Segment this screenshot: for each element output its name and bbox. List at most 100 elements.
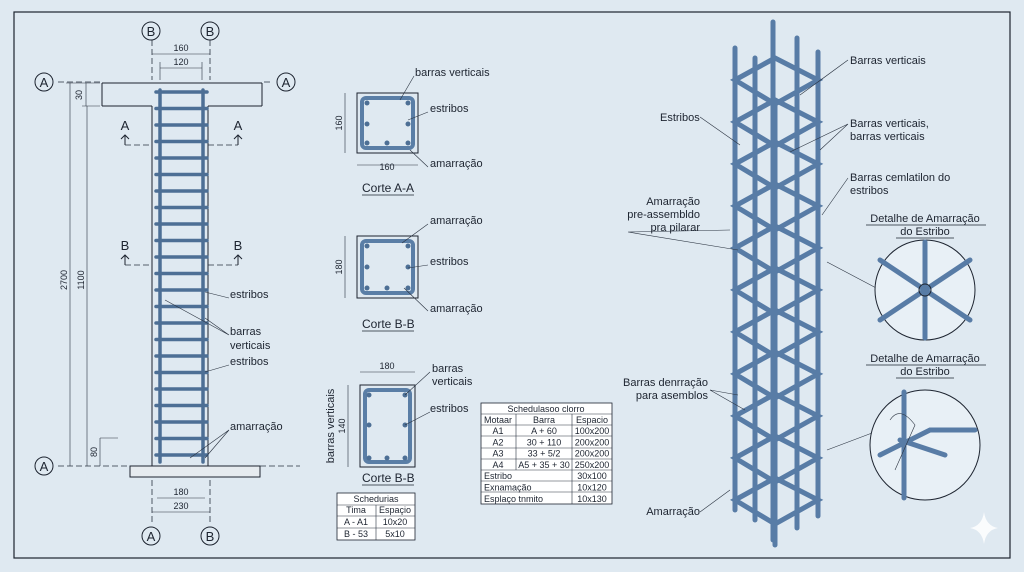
label-estribos-2: estribos: [230, 356, 269, 368]
grid-lines: [151, 40, 211, 524]
table-cell: Estribo: [484, 471, 512, 481]
label-estribos: estribos: [430, 256, 469, 268]
label-barras-verticais-2: Barras verticais,: [850, 118, 929, 130]
label-denrracao-b: para asemblos: [636, 390, 709, 402]
dim-80: 80: [89, 447, 99, 457]
stirrup-3d: [729, 55, 824, 107]
elevation-rebars: [154, 88, 209, 464]
balloon-label: B: [147, 24, 156, 39]
balloon-label: B: [206, 529, 215, 544]
table-header: Barra: [533, 415, 555, 425]
cut-mark-b-right: B: [234, 238, 243, 253]
dim-top: 180: [379, 361, 394, 371]
label-amarracao: amarração: [430, 158, 483, 170]
column-elevation: B B A A A A B 160 120 30 2700 1100 80 18…: [34, 21, 300, 546]
balloon-a-bottom: A: [141, 526, 161, 546]
sparkle-icon: [970, 512, 998, 544]
cut-mark-b-left: B: [121, 238, 130, 253]
balloon-a-right: A: [276, 72, 296, 92]
dim-2700: 2700: [59, 270, 69, 290]
detail-1-circle: [874, 239, 976, 341]
detail-2-title: Detalhe de Amarração: [870, 353, 979, 365]
dim-180: 180: [173, 487, 188, 497]
dim-side: 160: [334, 115, 344, 130]
table-cell: A2: [492, 437, 503, 447]
label-estribos: estribos: [430, 403, 469, 415]
table-header: Tima: [346, 505, 366, 515]
section-b-b-2: 180 140 barras verticais barras verticai…: [325, 361, 473, 486]
table-cell: B - 53: [344, 529, 368, 539]
table-cell: Esplaço tnmito: [484, 494, 543, 504]
dim-230: 230: [173, 501, 188, 511]
cut-mark-a-left: A: [121, 118, 130, 133]
label-cemlatilon-b: estribos: [850, 185, 889, 197]
section-a-a: 160 160 barras verticais estribos amarra…: [334, 67, 490, 196]
table-cell: Exnamação: [484, 483, 532, 493]
table-cell: 5x10: [385, 529, 405, 539]
rebar-cage-3d: Barras verticais Estribos Barras vertica…: [623, 19, 986, 548]
detail-1-title: Detalhe de Amarração: [870, 213, 979, 225]
label-barras: barras: [230, 326, 262, 338]
balloon-b-top-left: B: [141, 21, 161, 41]
balloon-b-top-right: B: [200, 21, 220, 41]
detail-2-subtitle: do Estribo: [900, 366, 950, 378]
table-header: Espacio: [576, 415, 608, 425]
label-pre-assembled-c: pra pilarar: [650, 222, 700, 234]
table-cell: A5 + 35 + 30: [518, 460, 570, 470]
balloon-label: A: [40, 75, 49, 90]
section-b-b: 180 amarração estribos amarração Corte B…: [334, 215, 483, 332]
balloon-label: B: [206, 24, 215, 39]
balloon-label: A: [147, 529, 156, 544]
label-verticais: verticais: [432, 376, 473, 388]
dim-side: 140: [337, 418, 347, 433]
table-cell: 30x100: [577, 471, 607, 481]
table-cell: 200x200: [575, 449, 610, 459]
balloon-b-bottom: B: [200, 526, 220, 546]
label-barras-verticais: Barras verticais: [850, 55, 926, 67]
cut-mark-a-right: A: [234, 118, 243, 133]
dim-1100: 1100: [76, 270, 86, 289]
table-cell: 200x200: [575, 437, 610, 447]
label-amarracao: Amarração: [646, 506, 700, 518]
table-cell: 30 + 110: [527, 437, 562, 447]
label-amarracao-2: amarração: [430, 303, 483, 315]
footing: [129, 465, 261, 478]
label-verticais: verticais: [230, 340, 271, 352]
section-title: Corte A-A: [362, 181, 414, 195]
label-estribos: estribos: [230, 289, 269, 301]
label-barras-verticais: barras verticais: [415, 67, 490, 79]
detail-1-subtitle: do Estribo: [900, 226, 950, 238]
balloon-label: A: [282, 75, 291, 90]
label-pre-assembled: Amarração: [646, 196, 700, 208]
label-denrracao: Barras denrração: [623, 377, 708, 389]
table-title: Schedurias: [353, 494, 399, 504]
table-cell: A4: [492, 460, 503, 470]
sheet-border: [13, 11, 1011, 559]
label-barras-verticais-side: barras verticais: [325, 388, 337, 463]
dim-30: 30: [74, 90, 84, 100]
column-outline: [101, 82, 263, 466]
detail-2-circle: [869, 389, 981, 501]
table-cell: 100x200: [575, 426, 610, 436]
section-title: Corte B-B: [362, 471, 415, 485]
table-cell: A + 60: [531, 426, 557, 436]
label-amarracao: amarração: [230, 421, 283, 433]
balloon-a-left: A: [34, 72, 54, 92]
section-title: Corte B-B: [362, 317, 415, 331]
label-amarracao: amarração: [430, 215, 483, 227]
table-cell: 10x20: [383, 517, 408, 527]
table-cell: A - A1: [344, 517, 368, 527]
dim-160: 160: [173, 43, 188, 53]
table-title: Schedulasoo clorro: [507, 404, 584, 414]
table-cell: A1: [492, 426, 503, 436]
label-estribos: Estribos: [660, 112, 700, 124]
table-header: Espaçio: [379, 505, 411, 515]
label-barras-verticais-2b: barras verticais: [850, 131, 925, 143]
label-barras: barras: [432, 363, 464, 375]
table-cell: 10x120: [577, 483, 607, 493]
table-cell: A3: [492, 449, 503, 459]
dim-side: 180: [334, 259, 344, 274]
label-estribos: estribos: [430, 103, 469, 115]
table-cell: 250x200: [575, 460, 610, 470]
